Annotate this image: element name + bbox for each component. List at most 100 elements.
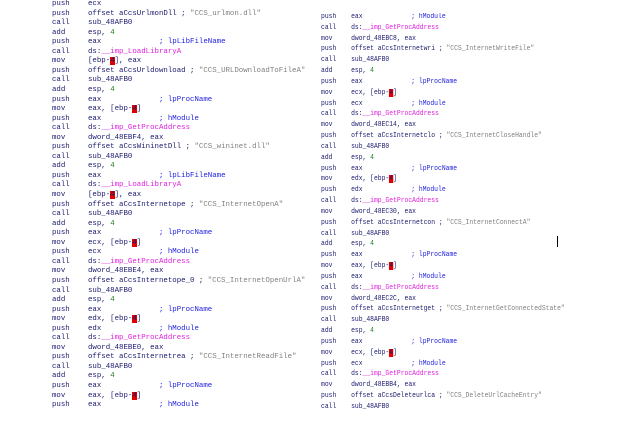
operand-text: esp,: [88, 162, 111, 171]
line-comment: ; hModule: [159, 114, 199, 123]
instruction-mnemonic: call: [321, 402, 337, 411]
instruction-mnemonic: push: [52, 114, 70, 123]
operand-text: dword_48EBE0, eax: [88, 343, 164, 352]
operand-text: ]: [136, 238, 142, 247]
operand-text: offset aCcsDeleteurlca ;: [351, 392, 447, 401]
instruction-mnemonic: push: [52, 95, 70, 104]
operand-text: eax: [88, 114, 102, 123]
operand-text: offset aCcsInternetwri ;: [351, 45, 447, 54]
import-name[interactable]: __imp_GetProcAddress: [101, 334, 191, 343]
operand-text: esp,: [88, 219, 111, 228]
operand-text: esp,: [351, 67, 371, 76]
instruction-operands: dword_48EBF4, eax: [88, 133, 163, 143]
instruction-mnemonic: call: [321, 370, 337, 379]
highlighted-operand[interactable]: 4: [389, 88, 394, 97]
instruction-mnemonic: push: [52, 0, 70, 8]
instruction-operands: sub_48AFB0: [351, 315, 389, 325]
instruction-operands: dword_48EBE0, eax: [88, 343, 163, 353]
import-name[interactable]: __imp_GetProcAddress: [101, 124, 191, 133]
import-name[interactable]: __imp_LoadLibraryA: [101, 47, 182, 56]
string-comment: "CCS_InternetGetConnectedState": [446, 305, 565, 314]
operand-text: dword_48EBB4, eax: [351, 381, 416, 390]
numeric-literal: 4: [110, 28, 115, 37]
instruction-mnemonic: add: [52, 162, 66, 171]
import-name[interactable]: __imp_GetProcAddress: [362, 110, 439, 119]
instruction-mnemonic: call: [52, 334, 70, 343]
instruction-operands: eax: [88, 114, 101, 124]
instruction-operands: eax: [88, 37, 101, 47]
import-name[interactable]: __imp_GetProcAddress: [362, 283, 439, 292]
instruction-operands: sub_48AFB0: [88, 18, 132, 28]
operand-text: ]: [136, 391, 142, 400]
instruction-mnemonic: call: [321, 142, 337, 151]
operand-text: offset aCcsInternetope_0 ;: [88, 276, 208, 285]
line-comment: ; hModule: [159, 248, 199, 257]
instruction-operands: esp, 4: [351, 239, 374, 249]
instruction-operands: offset aCcsInternetope ; "CCS_InternetOp…: [88, 200, 283, 210]
operand-text: edx, [ebp-: [88, 315, 133, 324]
instruction-mnemonic: add: [321, 67, 333, 76]
highlighted-operand[interactable]: 4: [132, 238, 137, 247]
highlighted-operand[interactable]: 4: [132, 391, 137, 400]
instruction-operands: eax: [88, 171, 101, 181]
instruction-operands: eax: [88, 305, 101, 315]
operand-text: ds:: [351, 110, 363, 119]
instruction-operands: ecx: [88, 247, 101, 257]
string-comment: "CCS_DeleteUrlCacheEntry": [446, 392, 542, 401]
instruction-operands: offset aCcsInternetcon ; "CCS_InternetCo…: [351, 218, 530, 228]
instruction-operands: eax: [351, 12, 362, 22]
line-comment: ; lpProcName: [411, 77, 458, 86]
line-comment: ; lpProcName: [411, 164, 458, 173]
operand-text: ecx: [88, 0, 102, 8]
instruction-operands: dword_48EBC8, eax: [351, 34, 416, 44]
operand-text: ], eax: [114, 57, 142, 66]
import-name[interactable]: __imp_GetProcAddress: [101, 257, 191, 266]
highlighted-operand[interactable]: 4: [110, 191, 115, 199]
instruction-mnemonic: mov: [321, 348, 333, 357]
operand-text: ]: [393, 348, 397, 357]
import-name[interactable]: __imp_GetProcAddress: [362, 23, 439, 32]
instruction-operands: sub_48AFB0: [88, 152, 132, 162]
operand-text: offset aCcsInternetcon ;: [351, 218, 447, 227]
instruction-mnemonic: mov: [321, 294, 333, 303]
operand-text: ]: [393, 175, 397, 184]
highlighted-operand[interactable]: 4: [389, 175, 394, 184]
string-comment: "CCS_wininet.dll": [194, 143, 270, 152]
instruction-operands: offset aCcsInternetclo ; "CCS_InternetCl…: [351, 131, 542, 141]
instruction-operands: edx, [ebp-4]: [88, 314, 141, 324]
instruction-mnemonic: push: [321, 337, 337, 346]
instruction-mnemonic: mov: [52, 343, 66, 352]
highlighted-operand[interactable]: 4: [132, 105, 137, 114]
operand-text: sub_48AFB0: [351, 142, 390, 151]
instruction-operands: ecx: [351, 99, 362, 109]
instruction-mnemonic: push: [321, 164, 337, 173]
operand-text: ]: [393, 262, 397, 271]
operand-text: eax: [88, 38, 102, 47]
string-comment: "CCS_InternetOpenUrlA": [207, 276, 306, 285]
instruction-mnemonic: call: [52, 210, 70, 219]
highlighted-operand[interactable]: 4: [110, 57, 115, 66]
operand-text: [ebp-: [88, 57, 111, 66]
instruction-mnemonic: push: [321, 45, 337, 54]
import-name[interactable]: __imp_GetProcAddress: [362, 197, 439, 206]
instruction-operands: offset aCcsInternetget ; "CCS_InternetGe…: [351, 304, 565, 314]
text-cursor: [557, 236, 558, 247]
instruction-mnemonic: mov: [52, 191, 66, 199]
instruction-operands: ds:__imp_GetProcAddress: [351, 283, 439, 293]
import-name[interactable]: __imp_LoadLibraryA: [101, 181, 182, 190]
line-comment: ; hModule: [411, 359, 446, 368]
numeric-literal: 4: [110, 85, 115, 94]
highlighted-operand[interactable]: 4: [389, 262, 394, 271]
instruction-operands: sub_48AFB0: [351, 142, 389, 152]
operand-text: sub_48AFB0: [88, 76, 133, 85]
instruction-operands: sub_48AFB0: [351, 402, 389, 412]
instruction-mnemonic: push: [321, 305, 337, 314]
highlighted-operand[interactable]: 4: [132, 315, 137, 324]
operand-text: sub_48AFB0: [88, 286, 133, 295]
instruction-mnemonic: call: [52, 257, 70, 266]
import-name[interactable]: __imp_GetProcAddress: [362, 370, 439, 379]
operand-text: ds:: [351, 197, 363, 206]
highlighted-operand[interactable]: 4: [389, 348, 394, 357]
instruction-operands: edx: [351, 185, 362, 195]
